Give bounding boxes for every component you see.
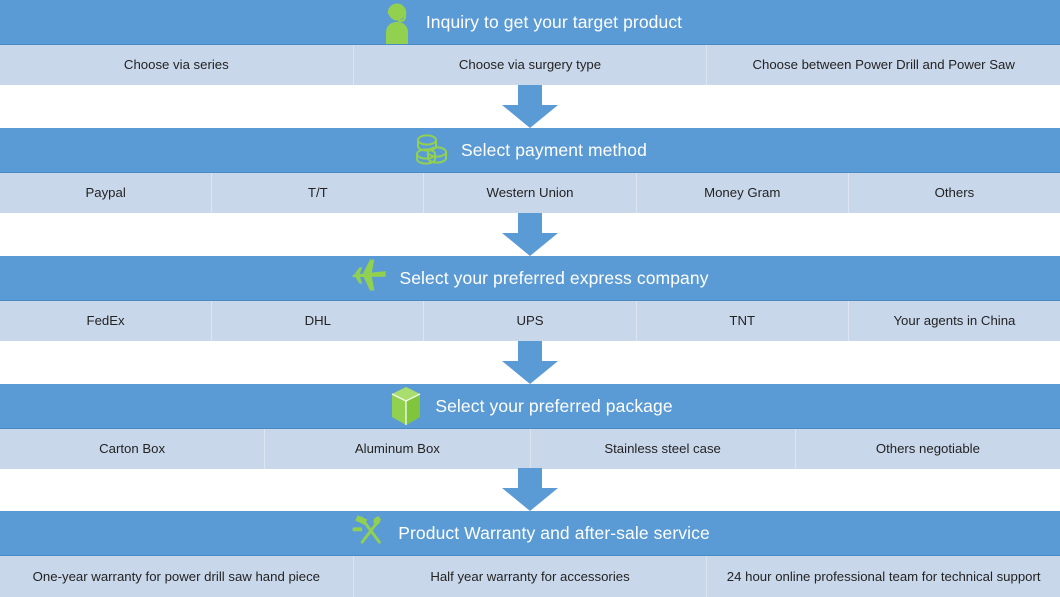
stage-title-warranty: Product Warranty and after-sale service (398, 522, 710, 543)
stage-warranty: Product Warranty and after-sale service … (0, 511, 1060, 597)
stage-package: Select your preferred package Carton Box… (0, 384, 1060, 469)
support-agent-icon (378, 0, 416, 44)
arrow-down-1 (498, 85, 562, 129)
option-express-4[interactable]: Your agents in China (893, 313, 1016, 329)
stage-header-inquiry: Inquiry to get your target product (0, 0, 1060, 45)
option-payment-1[interactable]: T/T (212, 173, 425, 213)
option-payment-3[interactable]: Money Gram (637, 173, 849, 213)
option-row-package: Carton Box Aluminum Box Stainless steel … (0, 429, 1060, 469)
option-payment-0[interactable]: Paypal (0, 173, 213, 213)
stage-header-express: Select your preferred express company (0, 256, 1060, 301)
option-express-1[interactable]: DHL (212, 301, 425, 341)
option-row-payment: Paypal T/T Western Union Money Gram Othe… (0, 173, 1060, 213)
stage-header-payment: Select payment method (0, 128, 1060, 173)
arrow-down-2 (498, 213, 562, 257)
stage-express: Select your preferred express company Fe… (0, 256, 1060, 341)
option-inquiry-2[interactable]: Choose between Power Drill and Power Saw (752, 57, 1015, 73)
stage-inquiry: Inquiry to get your target product Choos… (0, 0, 1060, 85)
option-inquiry-1[interactable]: Choose via surgery type (354, 45, 708, 85)
option-express-3[interactable]: TNT (637, 301, 849, 341)
stage-title-package: Select your preferred package (435, 395, 673, 416)
option-row-warranty: One-year warranty for power drill saw ha… (0, 556, 1060, 597)
airplane-icon (351, 256, 389, 300)
option-row-express: FedEx DHL UPS TNT Your agents in China (0, 301, 1060, 341)
option-warranty-0[interactable]: One-year warranty for power drill saw ha… (0, 556, 354, 597)
option-payment-2[interactable]: Western Union (424, 173, 637, 213)
stage-title-payment: Select payment method (461, 139, 647, 160)
option-warranty-2[interactable]: 24 hour online professional team for tec… (726, 568, 1041, 584)
option-package-2[interactable]: Stainless steel case (531, 429, 796, 469)
stage-title-inquiry: Inquiry to get your target product (425, 11, 683, 32)
coins-icon (413, 128, 451, 172)
option-row-inquiry: Choose via series Choose via surgery typ… (0, 45, 1060, 85)
stage-header-warranty: Product Warranty and after-sale service (0, 511, 1060, 556)
arrow-down-3 (498, 341, 562, 385)
stage-title-express: Select your preferred express company (399, 267, 709, 288)
option-express-2[interactable]: UPS (424, 301, 637, 341)
hammer-wrench-icon (350, 511, 388, 555)
arrow-down-4 (498, 468, 562, 512)
stage-payment: Select payment method Paypal T/T Western… (0, 128, 1060, 213)
option-package-1[interactable]: Aluminum Box (265, 429, 531, 469)
option-payment-4[interactable]: Others (934, 185, 975, 201)
stage-header-package: Select your preferred package (0, 384, 1060, 429)
box-icon (387, 384, 425, 428)
option-package-0[interactable]: Carton Box (0, 429, 266, 469)
option-package-3[interactable]: Others negotiable (875, 441, 980, 457)
option-warranty-1[interactable]: Half year warranty for accessories (354, 556, 708, 597)
option-inquiry-0[interactable]: Choose via series (0, 45, 354, 85)
option-express-0[interactable]: FedEx (0, 301, 213, 341)
